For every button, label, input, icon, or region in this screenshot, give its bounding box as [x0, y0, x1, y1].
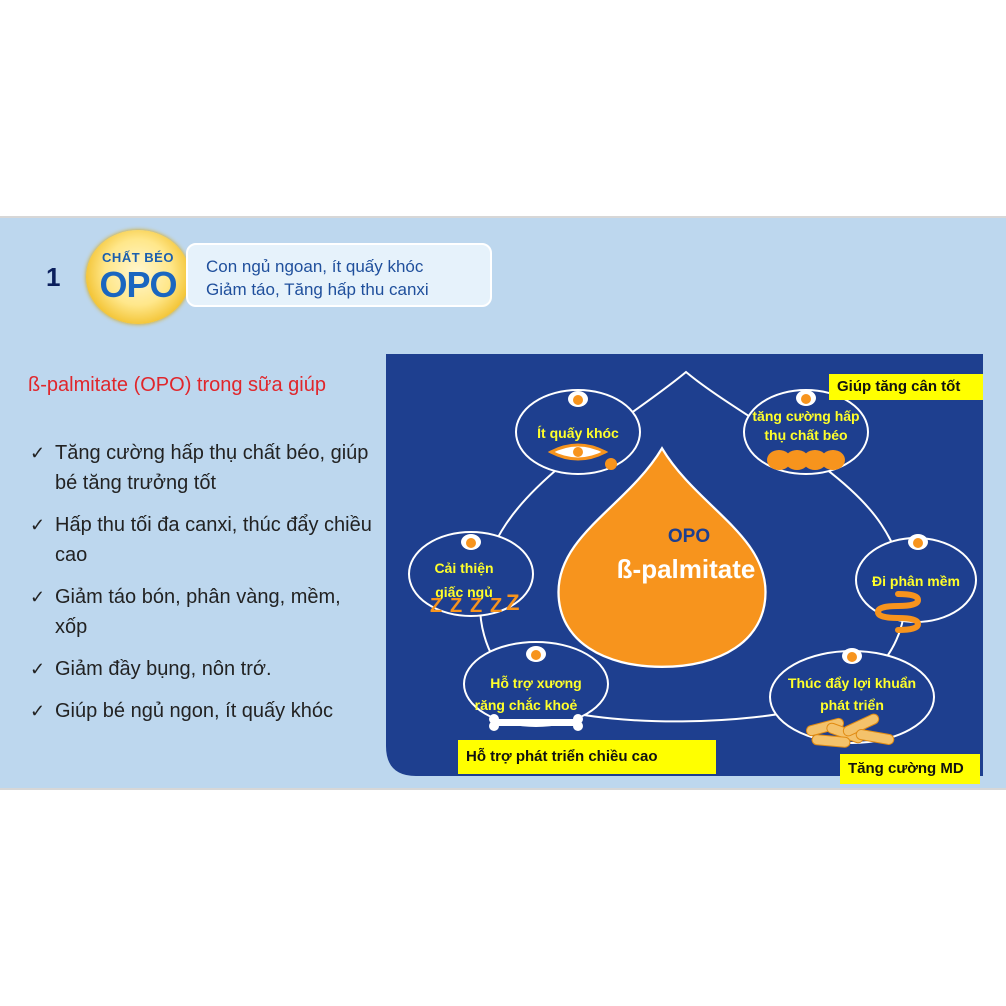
svg-text:Z: Z	[490, 595, 502, 617]
node-label: Đi phân mềm	[872, 573, 960, 589]
fat-globules-icon	[767, 450, 845, 470]
drop-icon	[847, 652, 857, 662]
node-stool: Đi phân mềm	[855, 534, 977, 633]
node-label-line-2: giấc ngủ	[435, 584, 493, 600]
node-cry: Ít quấy khóc	[515, 389, 641, 475]
drop-icon	[531, 650, 541, 660]
tag-md-boost: Tăng cường MD	[840, 754, 980, 784]
center-orange-drop	[557, 446, 767, 668]
drop-icon	[573, 395, 583, 405]
eye-pupil-icon	[573, 447, 583, 457]
svg-text:Z: Z	[506, 590, 519, 615]
center-main-label: ß-palmitate	[617, 554, 756, 584]
node-label-line-1: tăng cường hấp	[752, 408, 859, 424]
benefits-list: ✓ Tăng cường hấp thụ chất béo, giúp bé tă…	[28, 438, 373, 738]
node-label-line-1: Thúc đẩy lợi khuẩn	[788, 675, 916, 691]
svg-text:Z: Z	[470, 595, 482, 617]
benefit-headline-box: Con ngủ ngoan, ít quấy khóc Giảm táo, Tă…	[186, 243, 492, 307]
node-label-line-2: phát triển	[820, 697, 884, 713]
badge-title: OPO	[99, 264, 177, 305]
drop-icon	[801, 394, 811, 404]
drop-icon	[466, 538, 476, 548]
svg-text:Z: Z	[450, 595, 462, 617]
list-item: ✓ Hấp thu tối đa canxi, thúc đẩy chiều ca…	[28, 510, 373, 570]
list-item-text: Giảm đầy bụng, nôn trớ.	[55, 658, 272, 680]
list-item: ✓ Giảm táo bón, phân vàng, mềm, xốp	[28, 582, 373, 642]
zzz-icon: Z Z Z Z Z	[430, 590, 519, 617]
list-item-text: Giảm táo bón, phân vàng, mềm, xốp	[55, 586, 341, 638]
headline-line-2: Giảm táo, Tăng hấp thu canxi	[206, 280, 429, 299]
center-top-label: OPO	[668, 526, 710, 547]
check-icon: ✓	[30, 701, 46, 721]
tear-icon	[605, 458, 617, 470]
list-item-text: Hấp thu tối đa canxi, thúc đẩy chiều cao	[55, 514, 372, 566]
diagram-canvas: OPO ß-palmitate Ít quấy khóc tăng cường …	[386, 354, 983, 776]
intestine-icon	[874, 591, 922, 633]
drop-outline	[478, 370, 907, 723]
list-item: ✓ Giảm đầy bụng, nôn trớ.	[28, 654, 373, 684]
opo-logo-badge: CHẤT BÉO OPO	[86, 230, 190, 324]
list-item: ✓ Giúp bé ngủ ngon, ít quấy khóc	[28, 696, 373, 726]
list-item-text: Giúp bé ngủ ngon, ít quấy khóc	[55, 700, 333, 722]
opo-benefits-diagram: OPO ß-palmitate Ít quấy khóc tăng cường …	[386, 354, 983, 776]
list-item: ✓ Tăng cường hấp thụ chất béo, giúp bé tă…	[28, 438, 373, 498]
benefits-heading: ß-palmitate (OPO) trong sữa giúp	[28, 374, 326, 396]
node-label-line-1: Cải thiện	[434, 560, 493, 576]
node-label-line-2: răng chắc khoẻ	[475, 696, 578, 713]
node-circle	[515, 389, 641, 475]
slide-number: 1	[46, 262, 61, 292]
node-circle	[408, 531, 534, 617]
node-label-line-2: thụ chất béo	[764, 427, 847, 443]
drop-icon	[913, 538, 923, 548]
svg-text:Z: Z	[430, 595, 442, 617]
node-label-line-1: Hỗ trợ xương	[490, 675, 582, 691]
headline-line-1: Con ngủ ngoan, ít quấy khóc	[206, 257, 424, 276]
bone-icon	[489, 714, 583, 731]
node-gut: Thúc đẩy lợi khuẩn phát triển	[769, 648, 935, 748]
check-icon: ✓	[30, 659, 46, 679]
badge-label: CHẤT BÉO	[102, 250, 174, 265]
node-bone: Hỗ trợ xương răng chắc khoẻ	[463, 641, 609, 731]
check-icon: ✓	[30, 587, 46, 607]
bacteria-icon	[805, 713, 895, 748]
check-icon: ✓	[30, 515, 46, 535]
check-icon: ✓	[30, 443, 46, 463]
list-item-text: Tăng cường hấp thụ chất béo, giúp bé tăn…	[55, 442, 369, 494]
node-label: Ít quấy khóc	[537, 425, 619, 441]
node-sleep: Cải thiện giấc ngủ Z Z Z Z Z	[408, 531, 534, 617]
tag-weight-gain: Giúp tăng cân tốt	[829, 374, 983, 400]
tag-height-support: Hỗ trợ phát triển chiều cao	[458, 740, 716, 774]
node-fat: tăng cường hấp thụ chất béo	[743, 389, 869, 475]
